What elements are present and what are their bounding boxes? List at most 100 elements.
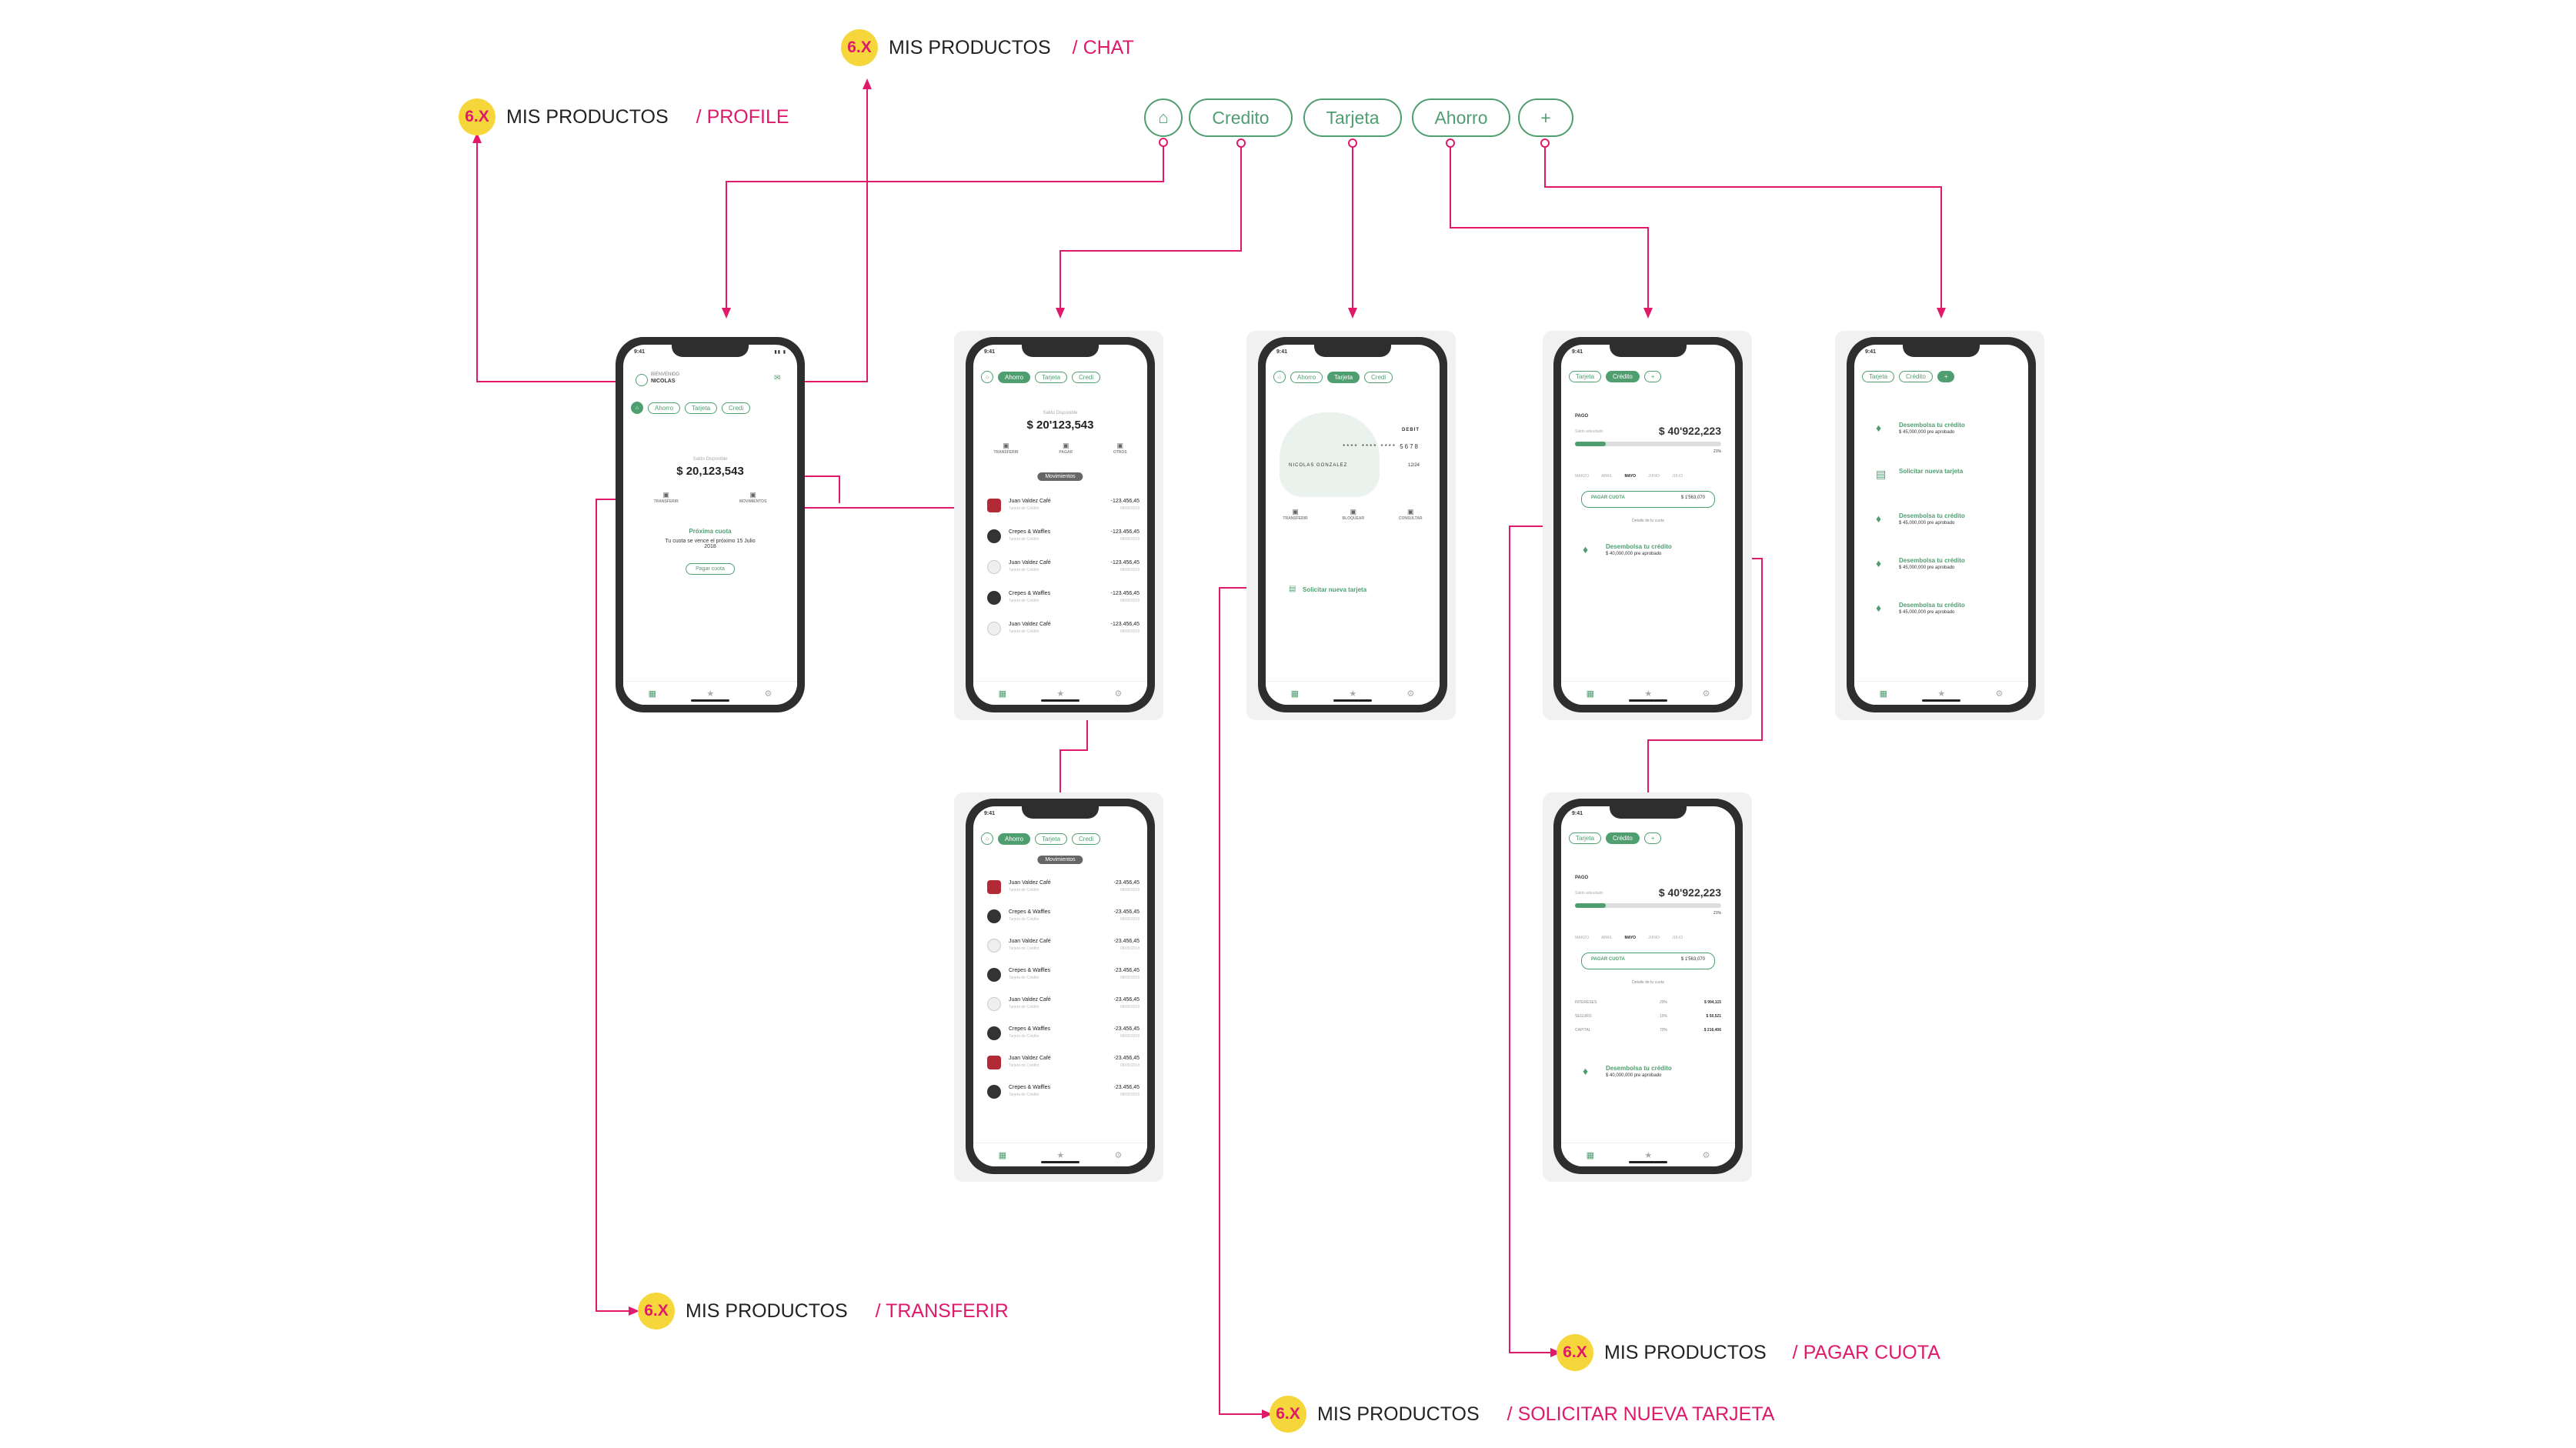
detail-toggle[interactable]: Detalle de tu cuota — [1632, 980, 1664, 985]
gear-icon[interactable]: ⚙ — [1114, 1150, 1123, 1160]
status-time: 9:41 — [984, 811, 996, 816]
home-pill[interactable]: ⌂ — [1144, 98, 1183, 137]
tab-credito[interactable]: Credi — [1072, 832, 1101, 845]
transferir-button[interactable]: ▣TRANSFERIR — [1283, 508, 1308, 521]
home-icon[interactable]: ⌂ — [1273, 371, 1286, 383]
tab-add[interactable]: + — [1937, 371, 1955, 382]
gear-icon[interactable]: ⚙ — [1702, 689, 1710, 699]
tab-tarjeta[interactable]: Tarjeta — [1035, 832, 1068, 845]
pagar-button[interactable]: ▣PAGAR — [1059, 442, 1073, 455]
gear-icon[interactable]: ⚙ — [764, 689, 772, 699]
tab-ahorro[interactable]: Ahorro — [648, 402, 681, 414]
movimientos-button[interactable]: ▣MOVIMIENTOS — [739, 491, 767, 504]
home-icon[interactable]: ⌂ — [981, 371, 993, 383]
star-icon[interactable]: ★ — [1349, 689, 1357, 699]
label-text: MIS PRODUCTOS — [506, 105, 669, 128]
tab-tarjeta[interactable]: Tarjeta — [1569, 371, 1602, 382]
tab-ahorro[interactable]: Ahorro — [1290, 371, 1323, 383]
products-icon[interactable]: ▦ — [1586, 689, 1595, 699]
products-icon[interactable]: ▦ — [1586, 1150, 1595, 1160]
bloquear-button[interactable]: ▣BLOQUEAR — [1342, 508, 1365, 521]
gear-icon[interactable]: ⚙ — [1995, 689, 2004, 699]
avatar[interactable] — [636, 374, 648, 386]
star-icon[interactable]: ★ — [1056, 1150, 1065, 1160]
tab-add[interactable]: + — [1643, 832, 1662, 844]
tab-credito[interactable]: Credi — [1072, 371, 1101, 383]
pay-installment-button[interactable]: PAGAR CUOTA $ 1'563,070 — [1581, 953, 1715, 969]
star-icon[interactable]: ★ — [1056, 689, 1065, 699]
tab-tarjeta[interactable]: Tarjeta — [1327, 371, 1360, 383]
tab-credito[interactable]: Crédito — [1606, 371, 1640, 382]
products-icon[interactable]: ▦ — [998, 689, 1007, 699]
home-icon[interactable]: ⌂ — [631, 402, 643, 414]
tab-ahorro[interactable]: Ahorro — [998, 371, 1031, 383]
tab-add[interactable]: + — [1643, 371, 1662, 382]
pay-installment-button[interactable]: Pagar cuota — [686, 563, 735, 575]
transferir-button[interactable]: ▣TRANSFERIR — [653, 491, 679, 504]
tab-credito[interactable]: Credi — [722, 402, 751, 414]
consultar-button[interactable]: ▣CONSULTAR — [1398, 508, 1423, 521]
connector-home — [726, 142, 1164, 308]
tab-credito[interactable]: Crédito — [1899, 371, 1933, 382]
tab-ahorro[interactable]: Ahorro — [998, 832, 1031, 845]
drop-icon: ♦ — [1876, 557, 1882, 569]
ahorro-screen: 9:41 ⌂ Ahorro Tarjeta Credi Saldo Dispon… — [973, 345, 1147, 705]
credito-screen: 9:41 Tarjeta Crédito + PAGO Saldo adeuda… — [1561, 345, 1735, 705]
pill-ahorro[interactable]: Ahorro — [1412, 98, 1510, 137]
products-icon[interactable]: ▦ — [1290, 689, 1300, 699]
offer-item[interactable]: ▤Solicitar nueva tarjeta — [1876, 466, 2020, 497]
transferir-button[interactable]: ▣TRANSFERIR — [993, 442, 1019, 455]
products-icon[interactable]: ▦ — [648, 689, 657, 699]
movements-chip[interactable]: Movimientos — [1037, 472, 1083, 481]
tab-tarjeta[interactable]: Tarjeta — [1862, 371, 1895, 382]
gear-icon[interactable]: ⚙ — [1114, 689, 1123, 699]
offer-item[interactable]: ♦Desembolsa tu crédito$ 45,000,000 pre a… — [1876, 600, 2020, 631]
star-icon[interactable]: ★ — [1937, 689, 1946, 699]
products-icon[interactable]: ▦ — [1879, 689, 1888, 699]
star-icon[interactable]: ★ — [1644, 689, 1653, 699]
tab-tarjeta[interactable]: Tarjeta — [1569, 832, 1602, 844]
gear-icon[interactable]: ⚙ — [1406, 689, 1415, 699]
tab-tarjeta[interactable]: Tarjeta — [685, 402, 718, 414]
detail-toggle[interactable]: Detalle de tu cuota — [1632, 519, 1664, 523]
offer-item[interactable]: ♦Desembolsa tu crédito$ 45,000,000 pre a… — [1876, 511, 2020, 542]
credit-offer[interactable]: ♦ Desembolsa tu crédito $ 40,000,000 pre… — [1583, 1063, 1727, 1094]
pill-tarjeta[interactable]: Tarjeta — [1303, 98, 1402, 137]
tab-credito[interactable]: Credi — [1364, 371, 1393, 383]
movements-chip[interactable]: Movimientos — [1037, 856, 1083, 864]
request-card-link[interactable]: Solicitar nueva tarjeta — [1303, 586, 1367, 593]
otros-button[interactable]: ▣OTROS — [1113, 442, 1127, 455]
pill-plus[interactable]: + — [1518, 98, 1573, 137]
products-icon[interactable]: ▦ — [998, 1150, 1007, 1160]
offer-item[interactable]: ♦Desembolsa tu crédito$ 45,000,000 pre a… — [1876, 420, 2020, 451]
offer-item[interactable]: ♦Desembolsa tu crédito$ 45,000,000 pre a… — [1876, 556, 2020, 586]
pay-installment-button[interactable]: PAGAR CUOTA $ 1'563,070 — [1581, 491, 1715, 508]
star-icon[interactable]: ★ — [1644, 1150, 1653, 1160]
star-icon[interactable]: ★ — [706, 689, 715, 699]
chat-icon[interactable]: ✉ — [774, 374, 781, 382]
pill-credito[interactable]: Credito — [1189, 98, 1293, 137]
gear-icon[interactable]: ⚙ — [1702, 1150, 1710, 1160]
credit-offer[interactable]: ♦ Desembolsa tu crédito $ 40,000,000 pre… — [1583, 542, 1727, 572]
home-icon[interactable]: ⌂ — [981, 832, 993, 845]
home-indicator — [1922, 699, 1960, 702]
loan-sub: Saldo adeudado — [1575, 429, 1603, 434]
tab-tarjeta[interactable]: Tarjeta — [1035, 371, 1068, 383]
tab-credito[interactable]: Crédito — [1606, 832, 1640, 844]
